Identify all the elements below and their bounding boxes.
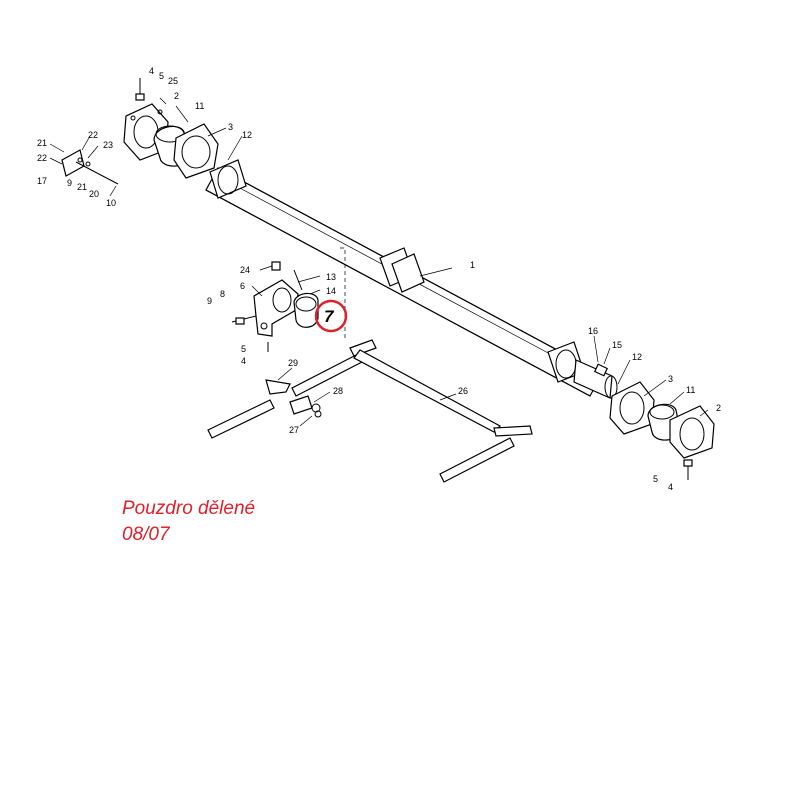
callout-15: 15 (612, 340, 622, 350)
leader-lines (49, 97, 709, 427)
callout-20: 20 (89, 189, 99, 199)
callout-3: 3 (668, 374, 673, 384)
callout-26: 26 (458, 386, 468, 396)
callout-25: 25 (168, 76, 178, 86)
callout-3: 3 (228, 122, 233, 132)
callout-9: 9 (67, 178, 72, 188)
callout-16: 16 (588, 326, 598, 336)
small-bracket-group (61, 149, 119, 185)
callout-2: 2 (174, 91, 179, 101)
clamp-assembly (231, 261, 319, 352)
callout-11: 11 (195, 101, 204, 111)
highlight-marker: 7 (314, 299, 348, 333)
callout-27: 27 (289, 425, 299, 435)
callout-4: 4 (149, 66, 154, 76)
callout-6: 6 (240, 281, 245, 291)
highlight-label: 7 (324, 307, 335, 326)
callout-13: 13 (326, 272, 336, 282)
callout-5: 5 (653, 474, 658, 484)
right-bearing-group (609, 381, 715, 480)
callout-17: 17 (37, 176, 47, 186)
callout-22: 22 (88, 130, 98, 140)
callout-21: 21 (77, 182, 87, 192)
callout-24: 24 (240, 265, 250, 275)
callout-21: 21 (37, 138, 47, 148)
callout-12: 12 (242, 130, 252, 140)
main-tube (205, 159, 618, 399)
chain-assembly (207, 339, 533, 483)
caption-code: 08/07 (122, 524, 170, 545)
callout-22: 22 (37, 153, 47, 163)
caption-title: Pouzdro dělené (122, 498, 256, 519)
callout-12: 12 (632, 352, 642, 362)
callout-29: 29 (288, 358, 298, 368)
callout-9: 9 (207, 296, 212, 306)
callout-8: 8 (220, 289, 225, 299)
callout-14: 14 (326, 286, 336, 296)
callout-4: 4 (668, 482, 673, 492)
callout-4: 4 (241, 356, 246, 366)
callout-2: 2 (716, 403, 721, 413)
callout-5: 5 (241, 344, 246, 354)
callout-23: 23 (103, 140, 113, 150)
callout-11: 11 (686, 385, 695, 395)
callout-28: 28 (333, 386, 343, 396)
callout-labels: 4 5 25 2 11 3 12 21 22 23 22 17 9 21 20 … (37, 66, 721, 492)
left-bearing-group (123, 78, 219, 179)
callout-1: 1 (470, 260, 475, 270)
callout-5: 5 (159, 71, 164, 81)
callout-10: 10 (106, 198, 116, 208)
